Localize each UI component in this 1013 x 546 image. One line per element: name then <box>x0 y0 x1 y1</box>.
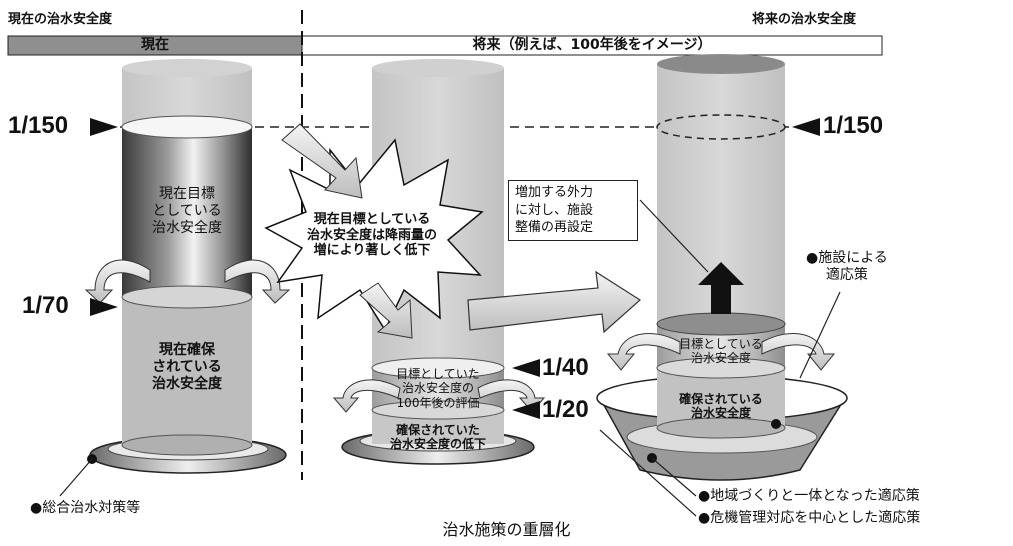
current-column <box>84 59 291 474</box>
figure-caption: 治水施策の重層化 <box>442 520 571 539</box>
burst-text: 現在目標としている 治水安全度は降雨量の 増により著しく低下 <box>306 212 437 259</box>
band-future <box>301 35 883 56</box>
facility-note: ●施設による 適応策 <box>806 250 888 283</box>
current-target-text: 現在目標 としている 治水安全度 <box>152 186 222 236</box>
future-upper-text: 目標としている 治水安全度 <box>679 337 763 366</box>
middle-upper-text: 目標としていた 治水安全度の 100年後の評価 <box>396 367 480 410</box>
future-level-title: 将来の治水安全度 <box>752 12 857 27</box>
right-dish-note-1: ●地域づくりと一体となった適応策 <box>698 488 920 504</box>
level-label-mid-upper: 1/40 <box>542 354 589 381</box>
future-lower-text: 確保されている 治水安全度 <box>679 392 763 421</box>
current-secured-text: 現在確保 されている 治水安全度 <box>152 342 222 392</box>
left-mid-level-arrow <box>90 298 118 316</box>
transition-arrow <box>467 270 641 334</box>
right-dish-note-2: ●危機管理対応を中心とした適応策 <box>698 510 921 526</box>
impact-burst <box>264 138 484 332</box>
callout-box: 増加する外力 に対し、施設 整備の再設定 <box>508 180 638 241</box>
level-label-mid-lower: 1/20 <box>542 396 589 423</box>
current-level-title: 現在の治水安全度 <box>8 12 113 27</box>
left-top-level-arrow <box>90 118 118 136</box>
left-dish-note: ●総合治水対策等 <box>30 500 141 516</box>
band-current-label: 現在 <box>141 37 169 53</box>
middle-lower-text: 確保されていた 治水安全度の低下 <box>389 423 486 452</box>
level-label-left-top: 1/150 <box>8 112 69 139</box>
level-label-right-top: 1/150 <box>823 112 884 139</box>
level-label-left-mid: 1/70 <box>22 292 69 319</box>
band-future-label: 将来（例えば、100年後をイメージ） <box>472 37 712 53</box>
future-column <box>596 54 848 481</box>
